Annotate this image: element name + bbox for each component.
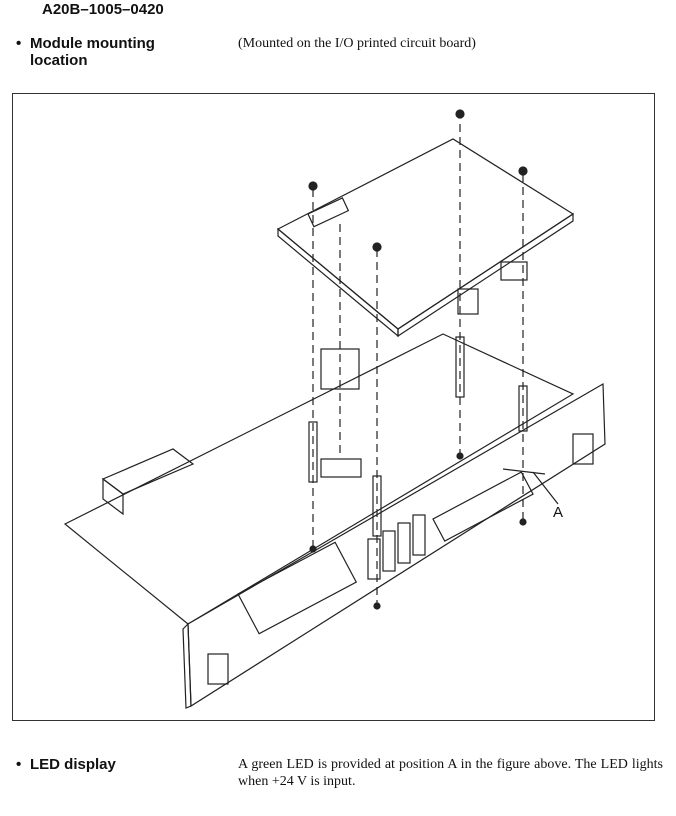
part-number: A20B–1005–0420 <box>42 1 164 18</box>
bullet: • <box>16 756 22 773</box>
callout-a-label: A <box>553 504 564 521</box>
led-description: A green LED is provided at position A in… <box>238 757 663 789</box>
mounting-heading: • Module mounting location <box>16 35 190 69</box>
mounting-figure: A <box>12 93 655 721</box>
mounting-description: (Mounted on the I/O printed circuit boar… <box>238 36 476 51</box>
bullet: • <box>16 35 22 52</box>
led-heading: • LED display <box>16 756 116 773</box>
led-label: LED display <box>30 756 116 773</box>
mounting-label: Module mounting location <box>30 35 155 69</box>
module-mounting-diagram <box>63 109 606 709</box>
